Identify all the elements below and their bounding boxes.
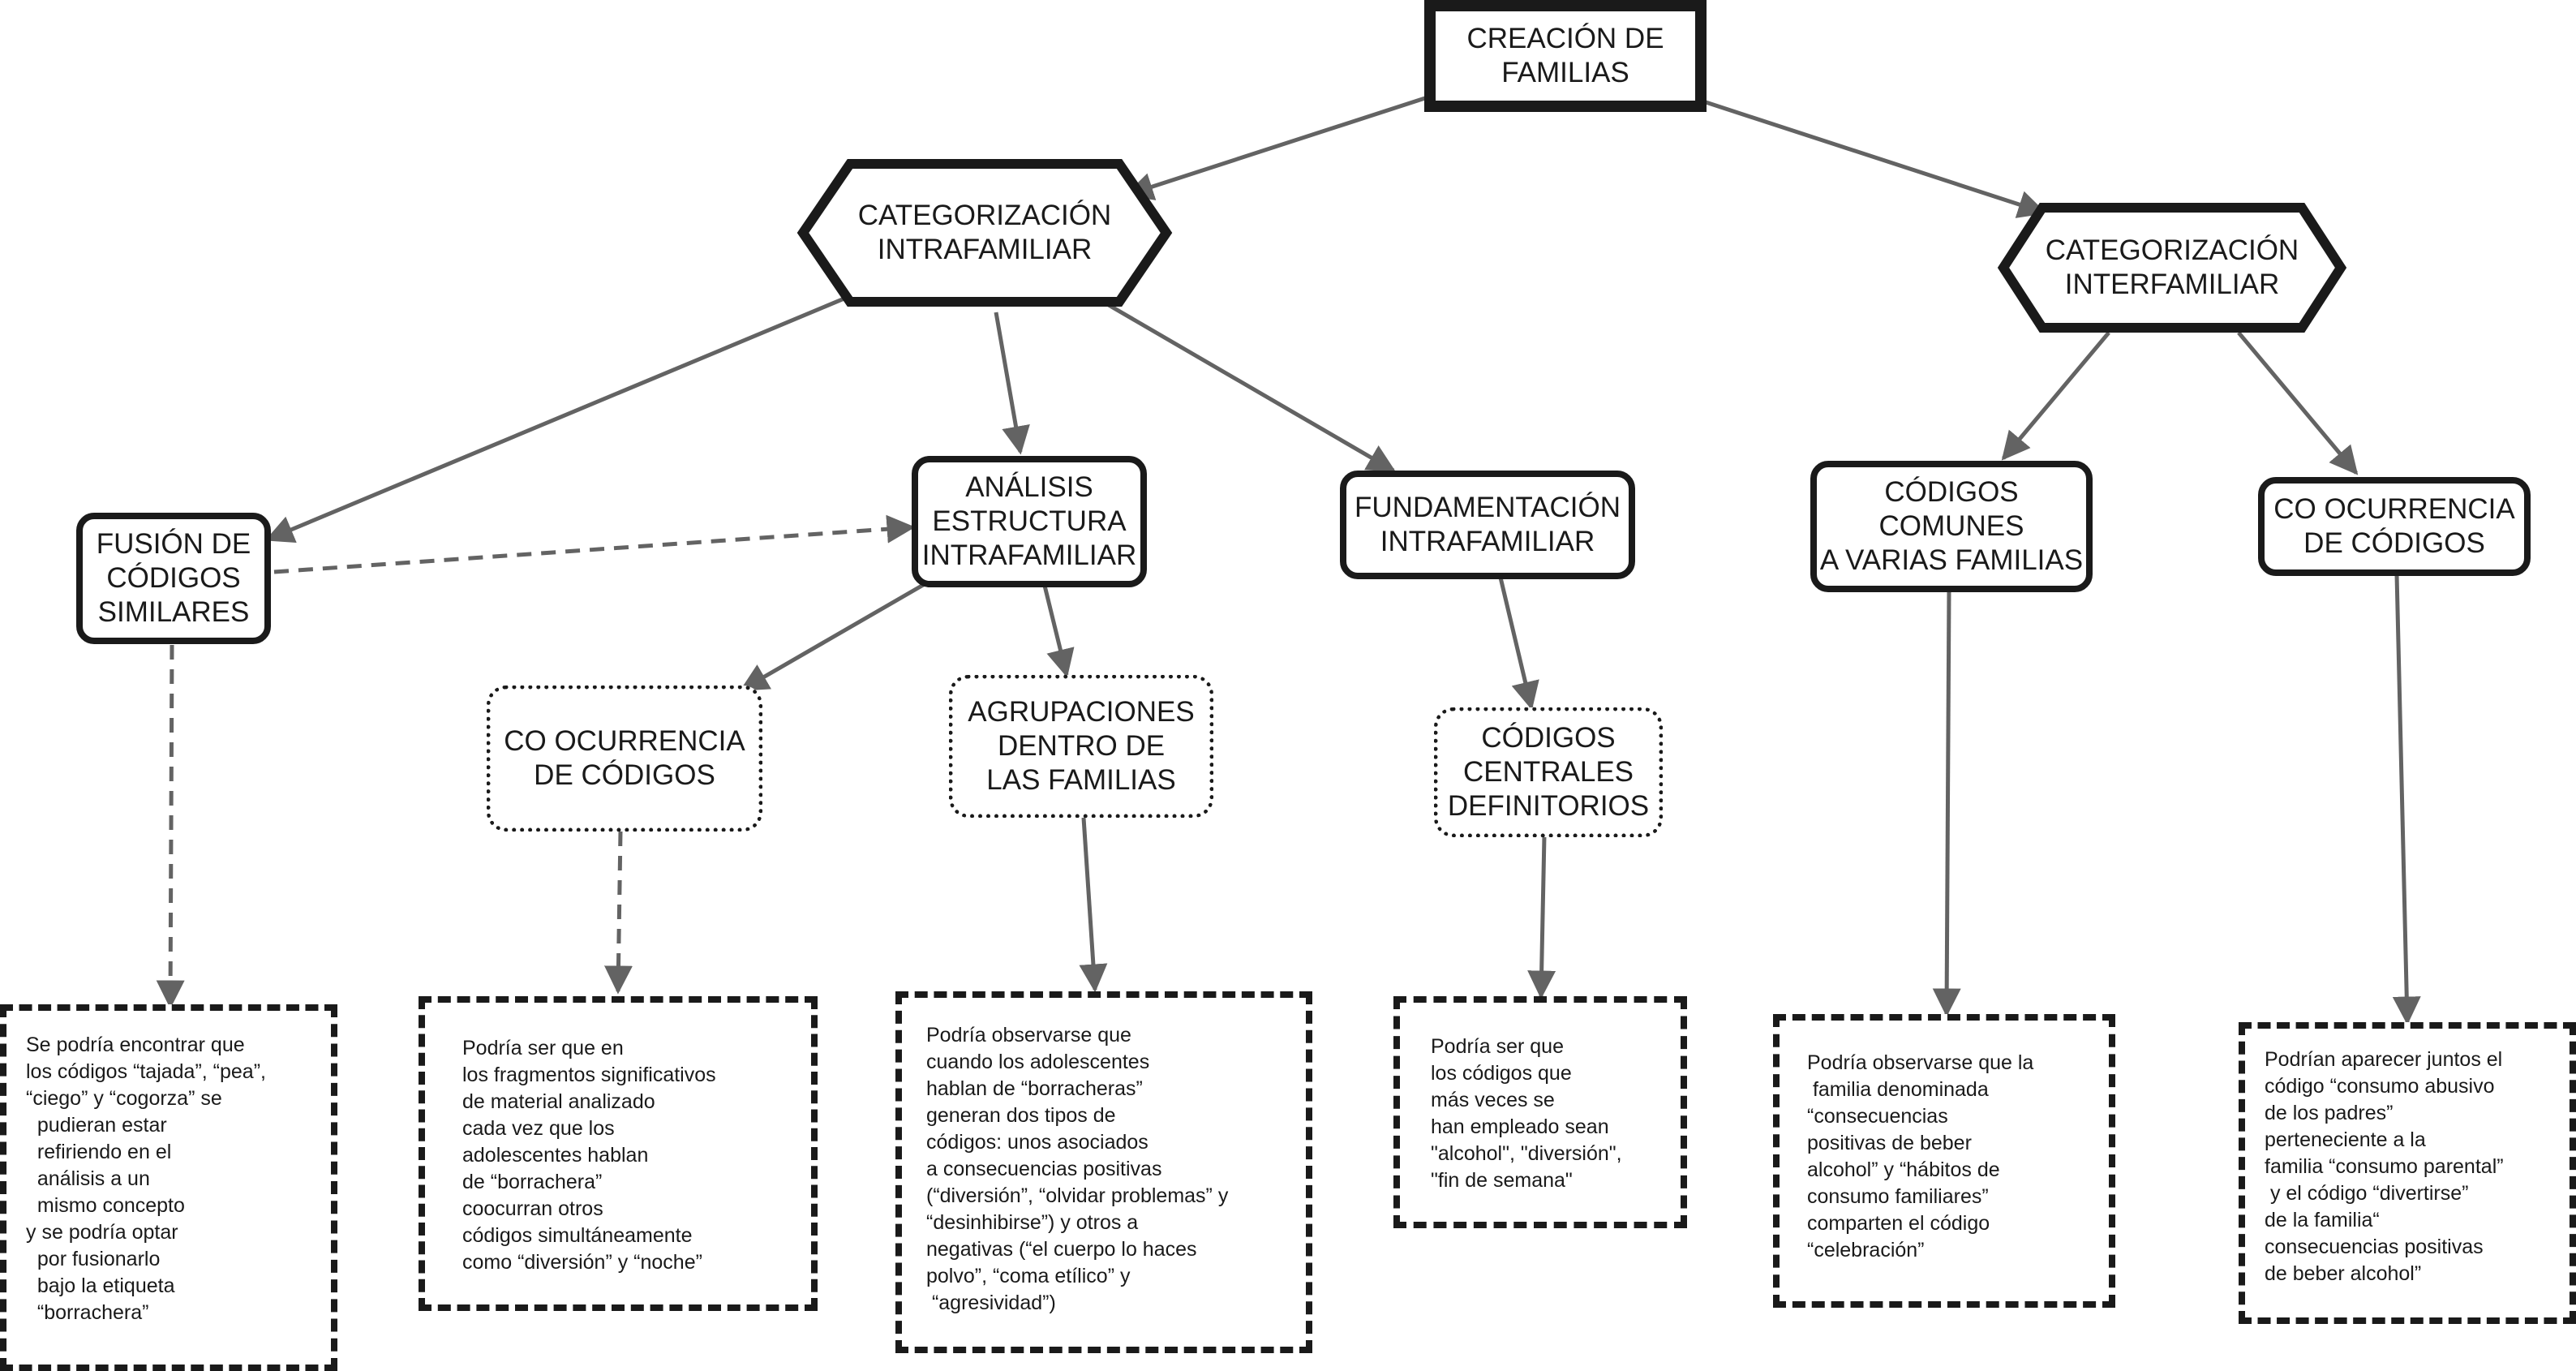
node-coocurrencia-inter: CO OCURRENCIA DE CÓDIGOS — [2258, 477, 2531, 576]
arrow-fusion-to-note — [156, 644, 185, 1009]
arrow-analisis-to-coocurrencia — [739, 582, 926, 692]
arrow-root-to-inter — [1702, 99, 2047, 218]
node-codigos-centrales: CÓDIGOS CENTRALES DEFINITORIOS — [1434, 707, 1663, 837]
arrow-coocurrencia-inter-to-note — [2392, 574, 2421, 1025]
arrow-fusion-to-analisis — [273, 514, 916, 574]
note-codigos-comunes: Podría observarse que la familia denomin… — [1773, 1014, 2115, 1308]
arrow-intra-to-fundamentacion — [1101, 299, 1397, 473]
note-codigos-centrales: Podría ser que los códigos que más veces… — [1393, 996, 1687, 1228]
node-label: CATEGORIZACIÓN INTERFAMILIAR — [2045, 234, 2299, 300]
node-label: CATEGORIZACIÓN INTRAFAMILIAR — [857, 200, 1112, 265]
hexagon-shape — [796, 159, 1173, 307]
arrow-coocurrencia-intra-to-note — [603, 831, 633, 995]
node-creacion-de-familias: CREACIÓN DE FAMILIAS — [1424, 0, 1707, 112]
arrow-intra-to-fusion — [264, 290, 861, 544]
node-categorizacion-intrafamiliar: CATEGORIZACIÓN INTRAFAMILIAR — [796, 159, 1173, 307]
note-fusion: Se podría encontrar que los códigos “taj… — [0, 1004, 337, 1371]
node-coocurrencia-intra: CO OCURRENCIA DE CÓDIGOS — [487, 686, 762, 832]
arrow-centrales-to-note — [1527, 835, 1556, 999]
note-agrupaciones: Podría observarse que cuando los adolesc… — [895, 991, 1312, 1353]
note-coocurrencia-intra: Podría ser que en los fragmentos signifi… — [419, 996, 818, 1311]
hexagon-shape — [1997, 203, 2347, 333]
node-agrupaciones: AGRUPACIONES DENTRO DE LAS FAMILIAS — [949, 675, 1213, 818]
node-fundamentacion: FUNDAMENTACIÓN INTRAFAMILIAR — [1340, 471, 1635, 579]
node-analisis-estructura: ANÁLISIS ESTRUCTURA INTRAFAMILIAR — [912, 456, 1147, 587]
node-categorizacion-interfamiliar: CATEGORIZACIÓN INTERFAMILIAR — [1997, 203, 2347, 333]
arrow-analisis-to-agrupaciones — [1042, 585, 1075, 678]
arrow-root-to-intra — [1124, 95, 1428, 200]
node-fusion-de-codigos: FUSIÓN DE CÓDIGOS SIMILARES — [76, 513, 271, 644]
note-coocurrencia-inter: Podrían aparecer juntos el código “consu… — [2239, 1022, 2576, 1324]
arrow-intra-to-analisis — [994, 312, 1030, 455]
arrow-comunes-to-note — [1932, 590, 1961, 1017]
node-codigos-comunes: CÓDIGOS COMUNES A VARIAS FAMILIAS — [1810, 461, 2093, 592]
arrow-inter-to-comunes — [2001, 331, 2110, 461]
arrow-fundamentacion-to-centrales — [1498, 577, 1539, 711]
arrow-inter-to-coocurrencia — [2237, 331, 2359, 475]
arrow-agrupaciones-to-note — [1079, 817, 1108, 993]
